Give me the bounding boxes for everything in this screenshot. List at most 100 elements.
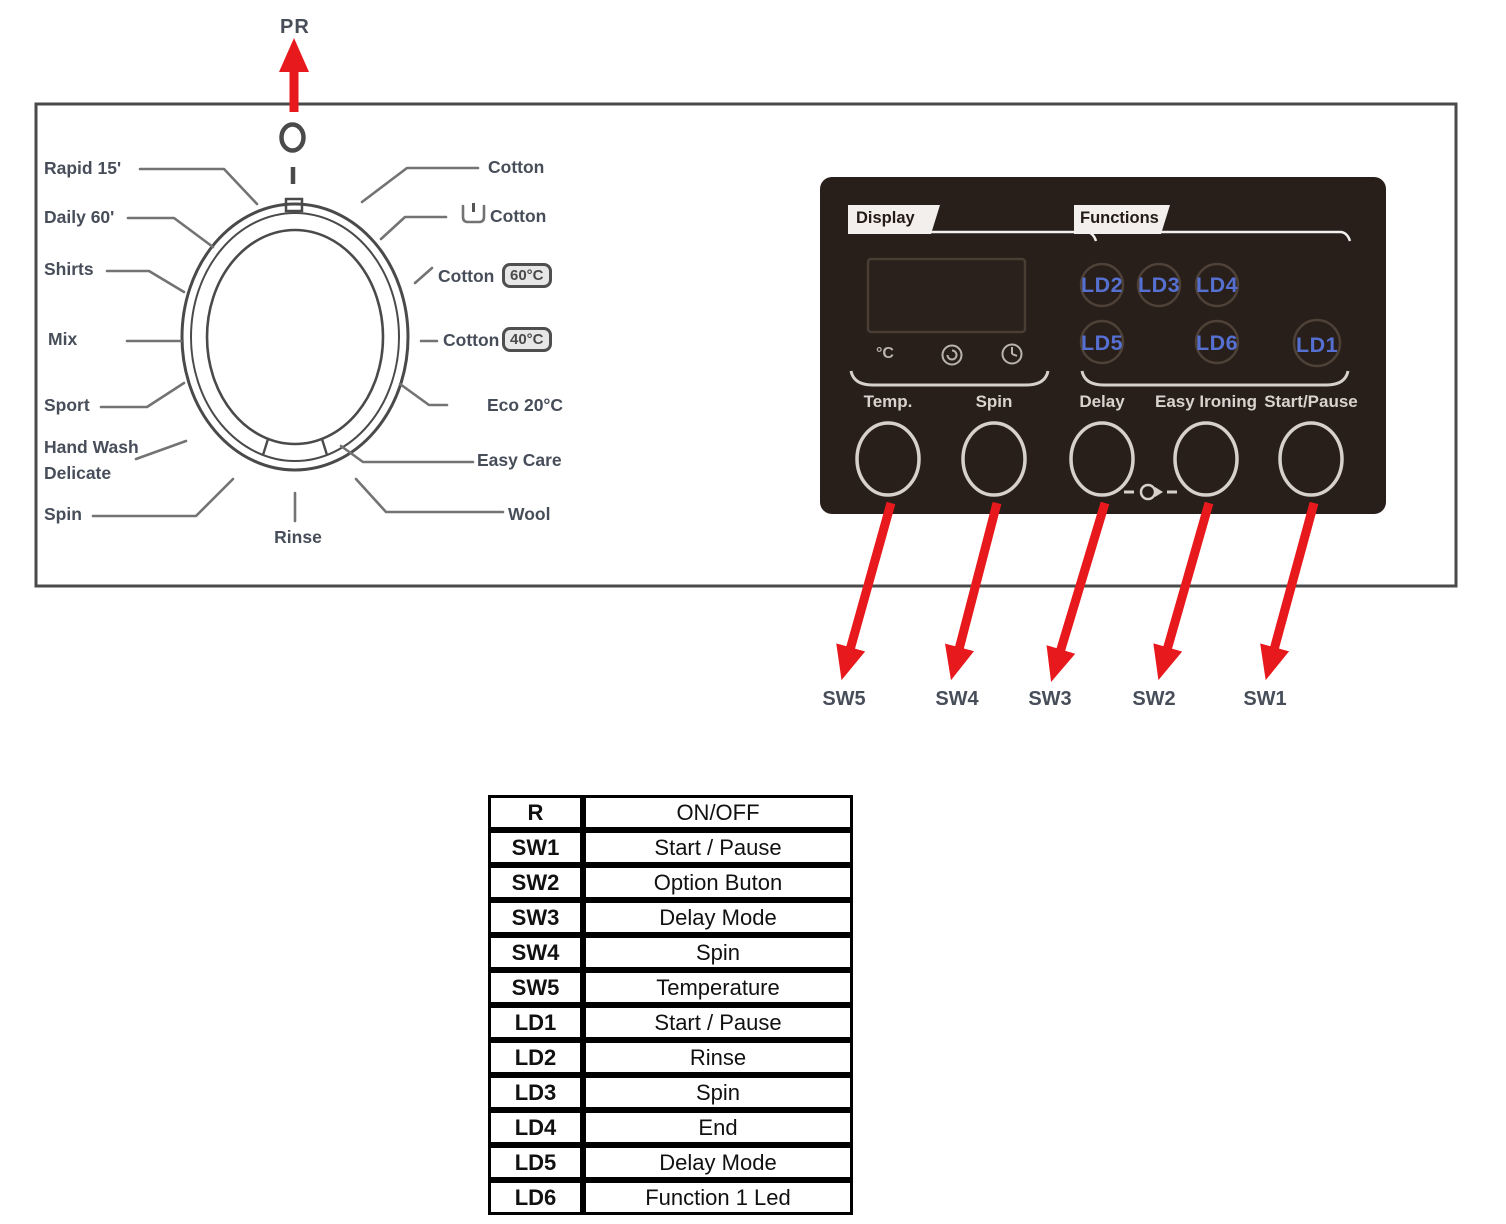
legend-value: Start / Pause [583, 1005, 853, 1040]
legend-key: LD5 [488, 1145, 583, 1180]
pr-label: PR [280, 16, 310, 38]
ld5-label: LD5 [1080, 331, 1124, 355]
dial-label-eco20: Eco 20°C [487, 395, 564, 415]
spin-button-label: Spin [975, 392, 1013, 411]
sw3-label: SW3 [1028, 688, 1072, 710]
key-icon [1124, 483, 1177, 501]
dial-label-spin: Spin [44, 504, 82, 524]
legend-value: Delay Mode [583, 1145, 853, 1180]
temp-button [855, 421, 921, 497]
legend-value: Temperature [583, 970, 853, 1005]
spiral-icon [941, 344, 963, 366]
connector-cotton2 [379, 215, 448, 241]
legend-key: LD1 [488, 1005, 583, 1040]
ld4-ring [1194, 262, 1240, 308]
dial-label-cotton-40: Cotton [443, 330, 500, 350]
connector-sport [99, 381, 186, 409]
legend-key: LD4 [488, 1110, 583, 1145]
program-dial-outer-ring [180, 202, 410, 472]
dial-label-sport: Sport [44, 395, 90, 415]
legend-value: Spin [583, 1075, 853, 1110]
dial-label-daily60: Daily 60' [44, 207, 115, 227]
legend-key: SW4 [488, 935, 583, 970]
delay-button-label: Delay [1079, 392, 1125, 411]
dial-label-rinse: Rinse [274, 527, 322, 547]
sw1-arrow [1260, 501, 1319, 681]
dial-label-cotton-1: Cotton [488, 157, 545, 177]
legend-key: LD2 [488, 1040, 583, 1075]
legend-value: End [583, 1110, 853, 1145]
dial-label-wool: Wool [508, 504, 551, 524]
functions-underbrace [1080, 370, 1350, 387]
sw5-arrow [836, 501, 896, 681]
dial-notch [284, 197, 304, 213]
ld5-ring [1079, 319, 1125, 365]
sw2-label: SW2 [1132, 688, 1176, 710]
legend-value: Spin [583, 935, 853, 970]
display-screen [866, 257, 1027, 334]
legend-value: Option Buton [583, 865, 853, 900]
dial-bottom-divider-left [261, 438, 270, 456]
spin-button [961, 421, 1027, 497]
legend-value: Function 1 Led [583, 1180, 853, 1215]
start-pause-button [1278, 421, 1344, 497]
connector-daily60 [126, 216, 215, 249]
legend-value: Start / Pause [583, 830, 853, 865]
legend-value: ON/OFF [583, 795, 853, 830]
display-underbrace [849, 370, 1050, 387]
program-dial-middle-ring [190, 212, 400, 462]
sw2-arrow [1153, 501, 1214, 681]
ld1-label: LD1 [1295, 333, 1339, 357]
clock-icon [1001, 343, 1023, 365]
dial-off-mark [279, 122, 306, 153]
easy-ironing-button-label: Easy Ironing [1154, 392, 1258, 411]
functions-tab-line [1161, 230, 1352, 242]
connector-cotton60-tick [413, 266, 434, 285]
ld3-label: LD3 [1137, 273, 1181, 297]
connector-spin [91, 477, 235, 518]
display-tab-label: Display [856, 209, 915, 227]
sw3-arrow [1046, 501, 1110, 682]
legend-value: Rinse [583, 1040, 853, 1075]
celsius-icon: °C [876, 345, 894, 362]
connector-cotton1 [360, 166, 480, 204]
dial-label-handwash-2: Delicate [44, 463, 112, 483]
temp-button-label: Temp. [863, 392, 913, 411]
dial-label-handwash-1: Hand Wash [44, 437, 139, 457]
connector-handwash [134, 439, 188, 461]
program-dial-inner-ring [205, 228, 385, 446]
functions-tab-shape [1074, 205, 1170, 234]
dial-label-cotton-60: Cotton [438, 266, 495, 286]
connector-eco [398, 382, 449, 407]
ld3-ring [1136, 262, 1182, 308]
ld6-label: LD6 [1195, 331, 1239, 355]
ld2-label: LD2 [1080, 273, 1124, 297]
sw4-label: SW4 [935, 688, 979, 710]
legend-key: SW1 [488, 830, 583, 865]
connector-easycare [339, 444, 475, 464]
delay-button [1069, 421, 1135, 497]
dial-label-rapid15: Rapid 15' [44, 158, 122, 178]
connector-shirts [105, 269, 186, 294]
legend-key: SW3 [488, 900, 583, 935]
legend-key: SW5 [488, 970, 583, 1005]
dial-label-cotton-2: Cotton [490, 206, 547, 226]
easy-ironing-button [1173, 421, 1239, 497]
connector-wool [354, 477, 505, 514]
start-pause-button-label: Start/Pause [1264, 392, 1358, 411]
legend-key: R [488, 795, 583, 830]
